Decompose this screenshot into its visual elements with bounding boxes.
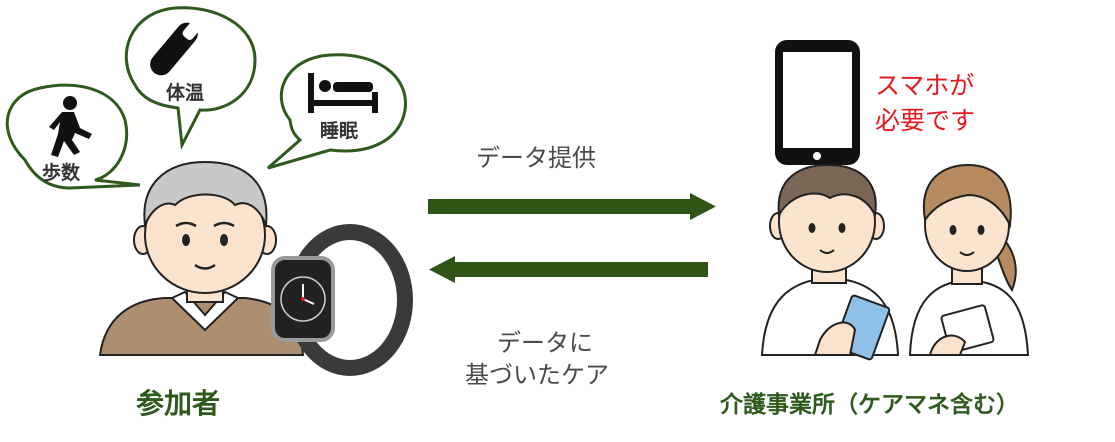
- steps-label: 歩数: [42, 162, 81, 184]
- data-based-care-label-line2: 基づいたケア: [465, 361, 609, 389]
- sleeping-bed-icon: [308, 73, 378, 113]
- steps-bubble: [5, 83, 141, 190]
- thermometer-icon: [150, 20, 202, 76]
- provider-label: 介護事業所（ケアマネ含む）: [720, 392, 1019, 418]
- walking-person-icon: [49, 96, 92, 157]
- right-arrow: [428, 193, 716, 220]
- smartphone-note-line1: スマホが: [875, 71, 975, 100]
- smartphone-note-line2: 必要です: [875, 106, 976, 135]
- left-arrow: [429, 256, 708, 283]
- participant-label: 参加者: [136, 387, 221, 420]
- data-based-care-label-line1: データに: [497, 329, 593, 357]
- temperature-label: 体温: [166, 82, 205, 104]
- male-caregiver: [760, 163, 900, 361]
- female-caregiver: [908, 163, 1030, 356]
- data-provision-label: データ提供: [476, 144, 596, 172]
- temperature-bubble: [124, 6, 257, 151]
- sleep-label: 睡眠: [320, 120, 359, 142]
